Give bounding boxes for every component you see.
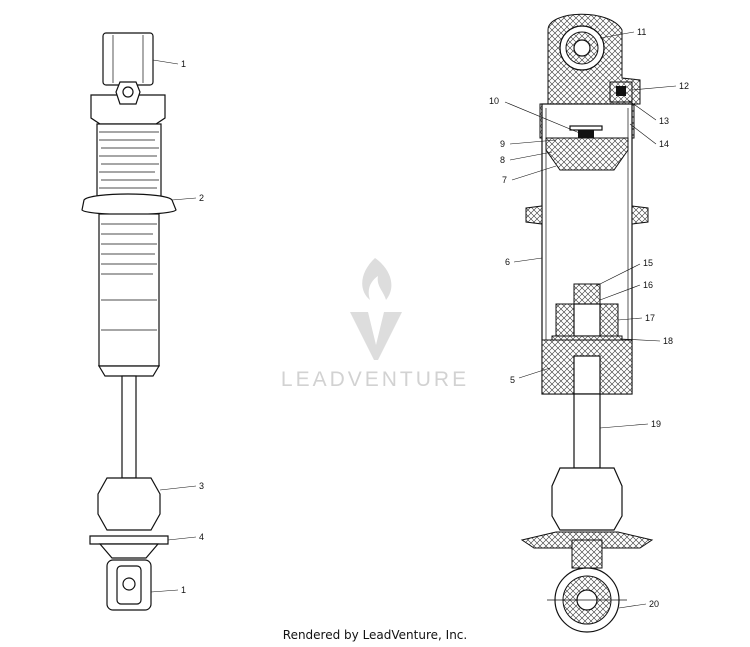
callout-label: 13 xyxy=(659,116,669,126)
shock-cutaway-view xyxy=(520,13,654,633)
callout-label: 3 xyxy=(199,481,204,491)
shock-external-view xyxy=(81,32,177,611)
callout-label: 16 xyxy=(643,280,653,290)
watermark-logo xyxy=(350,258,402,360)
callout-label: 10 xyxy=(489,96,499,106)
callout-label: 18 xyxy=(663,336,673,346)
callout-label: 6 xyxy=(505,257,510,267)
footer-credit: Rendered by LeadVenture, Inc. xyxy=(282,628,468,642)
left-leaders xyxy=(150,59,197,593)
callout-label: 17 xyxy=(645,313,655,323)
callout-label: 7 xyxy=(502,175,507,185)
callout-label: 8 xyxy=(500,155,505,165)
watermark-text: LEADVENTURE xyxy=(280,368,470,391)
callout-label: 15 xyxy=(643,258,653,268)
callout-label: 19 xyxy=(651,419,661,429)
callout-label: 2 xyxy=(199,193,204,203)
callout-label: 5 xyxy=(510,375,515,385)
callout-label: 20 xyxy=(649,599,659,609)
callout-label: 11 xyxy=(637,27,646,37)
callout-label: 14 xyxy=(659,139,669,149)
right-callout-labels: 11 12 13 14 10 9 8 7 6 15 16 17 18 5 19 … xyxy=(489,27,689,609)
right-leaders xyxy=(504,31,677,609)
callout-label: 1 xyxy=(181,59,186,69)
callout-label: 9 xyxy=(500,139,505,149)
callout-label: 12 xyxy=(679,81,689,91)
left-callout-labels: 1 2 3 4 1 xyxy=(181,59,204,595)
callout-label: 1 xyxy=(181,585,186,595)
callout-label: 4 xyxy=(199,532,204,542)
